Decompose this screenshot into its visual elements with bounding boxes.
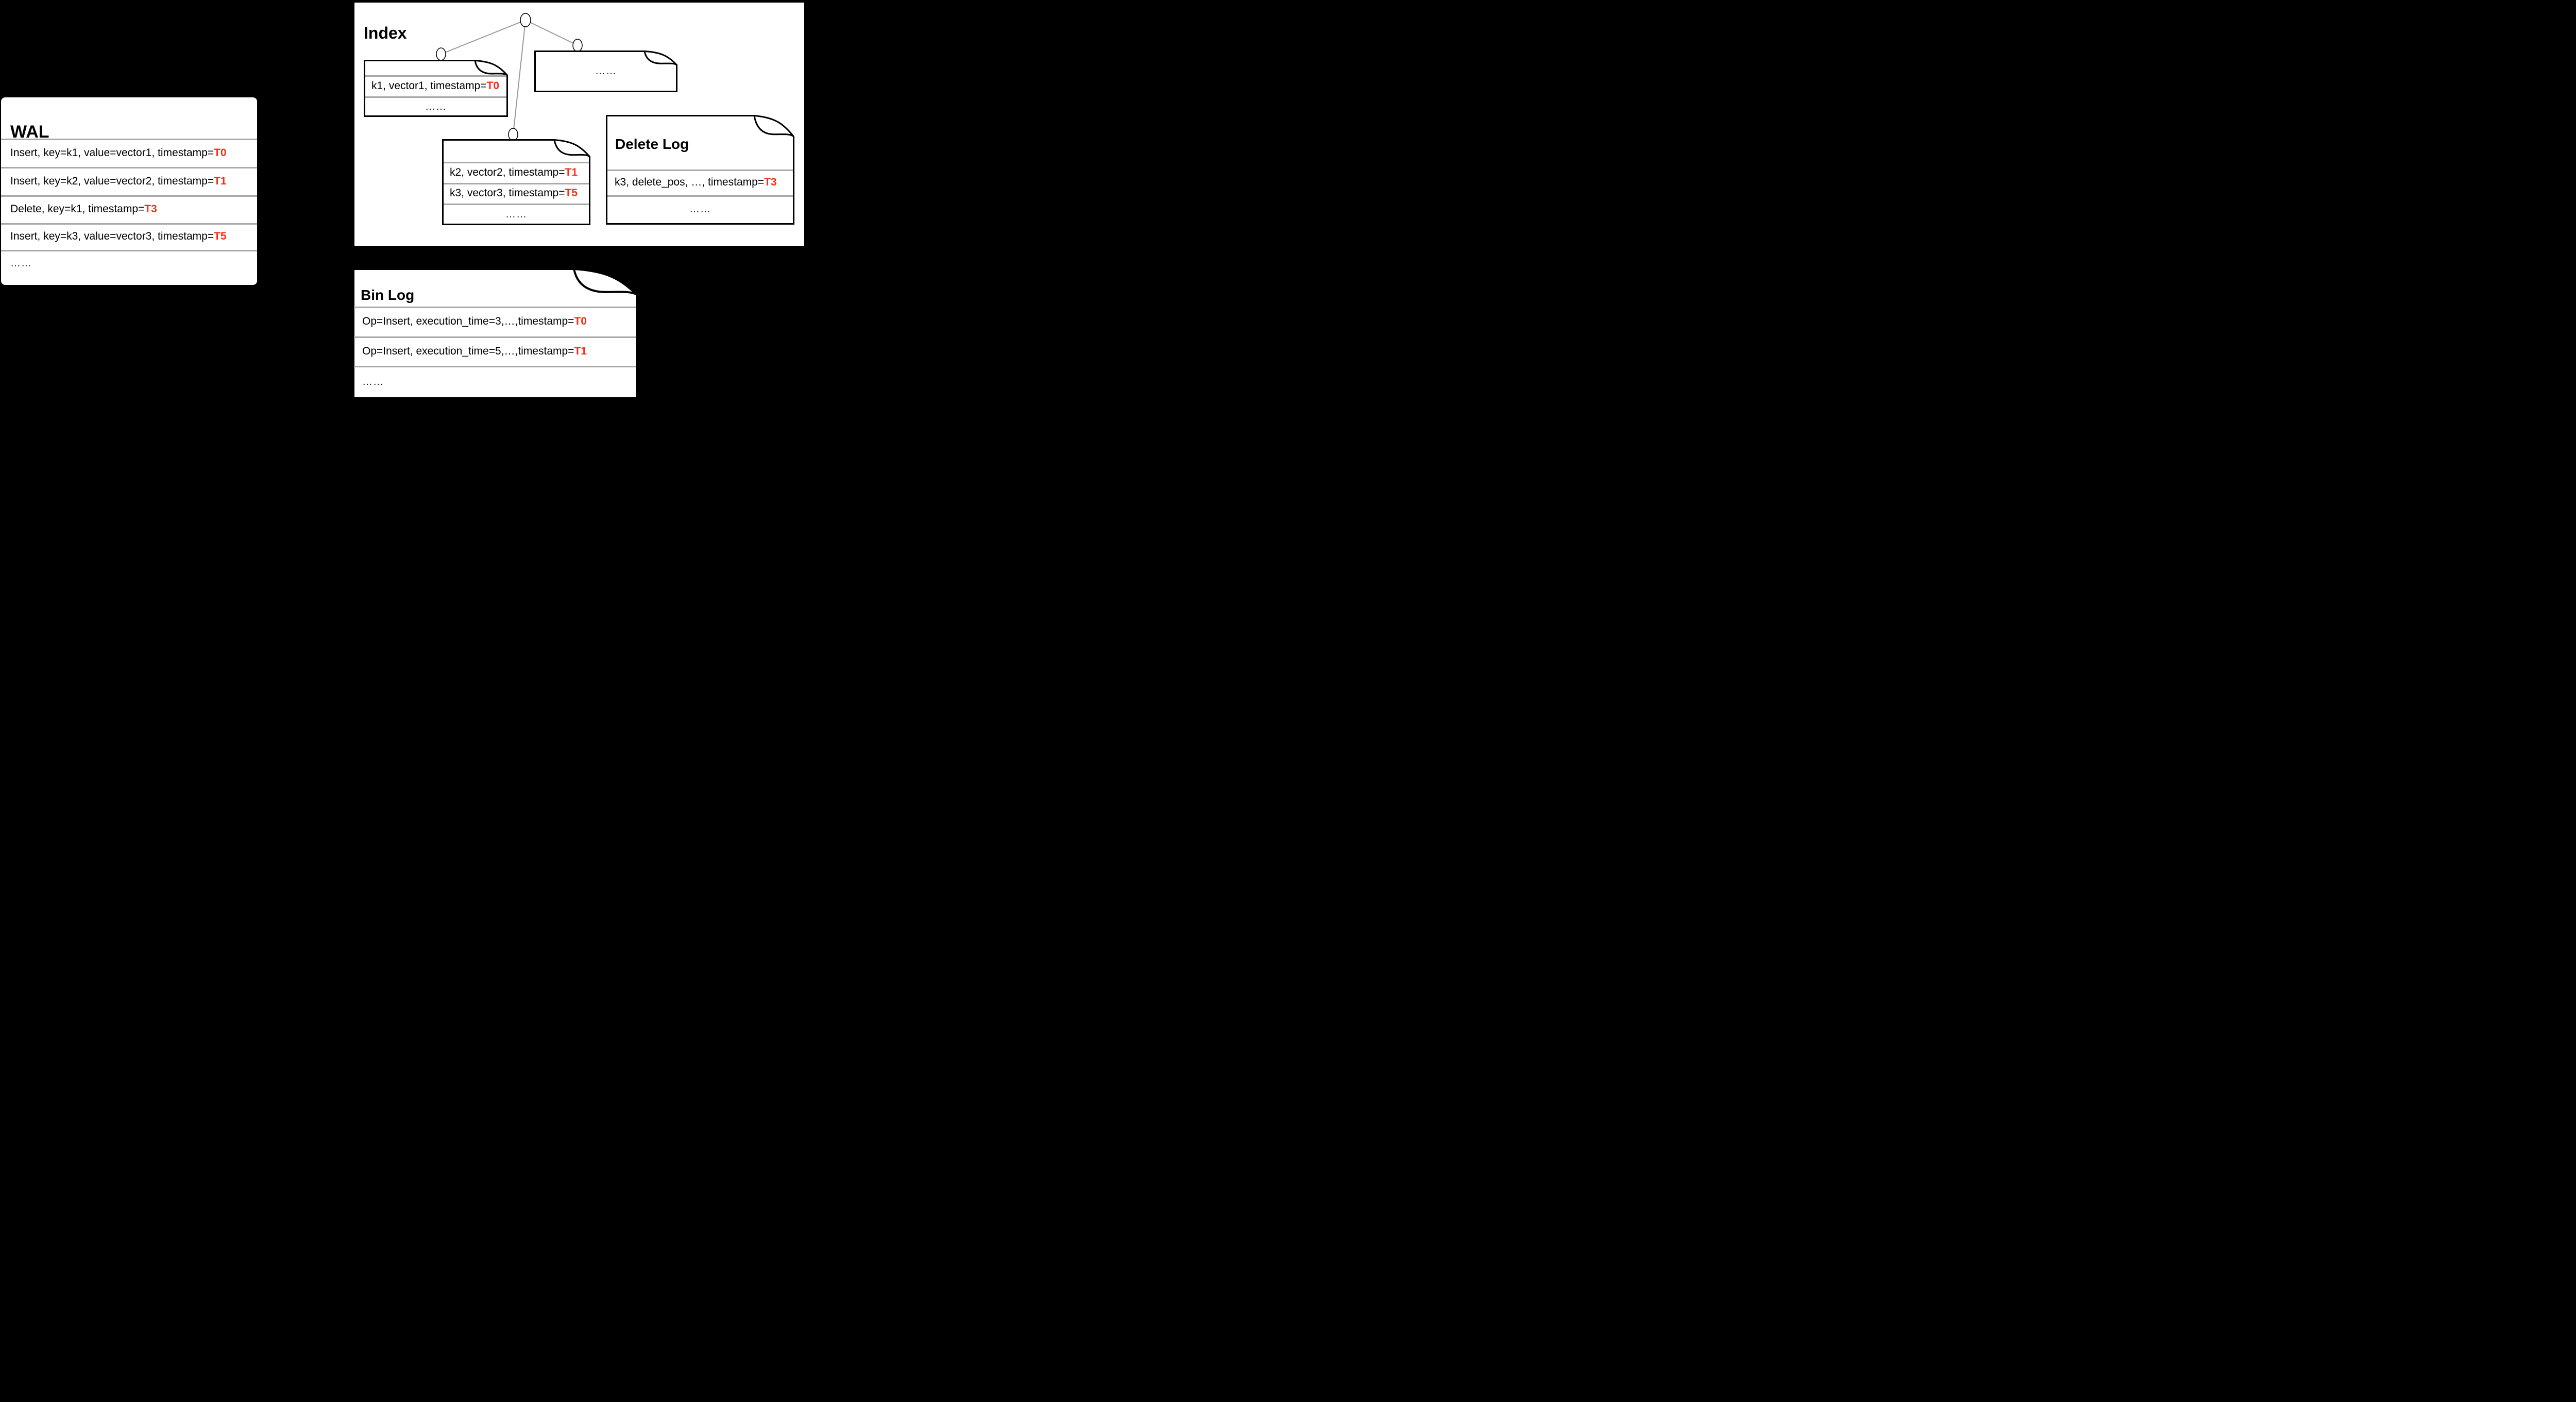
timestamp-badge: T1: [214, 175, 227, 187]
segment-row-ellipsis: ……: [365, 96, 506, 117]
document-shape: [364, 60, 508, 117]
wal-row-text: Delete, key=k1, timestamp=: [10, 203, 145, 215]
segment-row-k2: k2, vector2, timestamp=T1: [444, 162, 589, 183]
separator: [444, 162, 589, 163]
timestamp-badge: T0: [574, 315, 587, 327]
separator: [1, 167, 257, 168]
segment-row-ellipsis: ……: [444, 204, 589, 225]
bin-log-box: Bin Log Op=Insert, execution_time=3,…,ti…: [352, 268, 638, 399]
segment-row-text: k3, vector3, timestamp=: [450, 187, 565, 199]
page-fold-corner-icon: [573, 268, 638, 296]
timestamp-badge: T3: [764, 176, 777, 188]
bin-log-row-t1: Op=Insert, execution_time=5,…,timestamp=…: [354, 336, 636, 366]
timestamp-badge: T1: [574, 345, 587, 357]
ellipsis-text: ……: [505, 208, 527, 220]
wal-row-insert-k3: Insert, key=k3, value=vector3, timestamp…: [1, 223, 257, 250]
page-fold-corner-icon: [474, 60, 508, 76]
segment-row-k3: k3, vector3, timestamp=T5: [444, 183, 589, 204]
delete-log-box: Delete Log k3, delete_pos, …, timestamp=…: [606, 115, 794, 225]
wal-row-ellipsis: ……: [1, 250, 257, 277]
wal-title: WAL: [10, 122, 49, 142]
ellipsis-text: ……: [595, 65, 617, 77]
document-shape: [534, 50, 677, 92]
bin-log-row-text: Op=Insert, execution_time=3,…,timestamp=: [362, 315, 574, 327]
separator: [444, 204, 589, 205]
separator: [1, 250, 257, 251]
separator: [354, 336, 636, 338]
segment-row-k1: k1, vector1, timestamp=T0: [365, 75, 506, 96]
segment-row-ellipsis: ……: [536, 50, 676, 92]
page-fold-corner-icon: [753, 115, 794, 138]
ellipsis-text: ……: [425, 100, 447, 112]
tree-left-node: [436, 47, 446, 61]
ellipsis-text: ……: [689, 203, 711, 215]
index-segment-doc-k2k3: k2, vector2, timestamp=T1 k3, vector3, t…: [442, 139, 590, 225]
separator: [1, 195, 257, 197]
tree-right-node: [572, 39, 583, 52]
timestamp-badge: T1: [565, 166, 578, 178]
wal-row-insert-k2: Insert, key=k2, value=vector2, timestamp…: [1, 167, 257, 195]
timestamp-badge: T0: [486, 79, 500, 92]
wal-row-text: Insert, key=k1, value=vector1, timestamp…: [10, 146, 214, 159]
tree-root-node: [520, 13, 531, 27]
separator: [1, 139, 257, 140]
page-fold-corner-icon: [553, 140, 590, 158]
bin-log-row-text: Op=Insert, execution_time=5,…,timestamp=: [362, 345, 574, 357]
delete-log-row-text: k3, delete_pos, …, timestamp=: [615, 176, 765, 188]
wal-row-delete-k1: Delete, key=k1, timestamp=T3: [1, 195, 257, 223]
bin-log-row-ellipsis: ……: [354, 366, 636, 398]
index-tree-graph: [436, 13, 583, 141]
separator: [354, 307, 636, 308]
separator: [1, 223, 257, 225]
index-panel: Index k1, vector1, ti: [353, 2, 805, 247]
separator: [444, 183, 589, 184]
timestamp-badge: T0: [214, 146, 227, 159]
delete-log-row-ellipsis: ……: [607, 195, 793, 223]
index-segment-doc-other: ……: [534, 50, 677, 92]
delete-log-row-k3: k3, delete_pos, …, timestamp=T3: [607, 170, 793, 195]
wal-row-text: Insert, key=k3, value=vector3, timestamp…: [10, 230, 214, 242]
separator: [607, 195, 793, 197]
separator: [354, 366, 636, 367]
timestamp-badge: T5: [214, 230, 227, 242]
separator: [365, 75, 506, 77]
document-shape: [442, 139, 590, 225]
index-segment-doc-k1: k1, vector1, timestamp=T0 ……: [364, 60, 508, 117]
segment-row-text: k1, vector1, timestamp=: [371, 79, 487, 92]
index-title: Index: [364, 23, 407, 42]
timestamp-badge: T5: [565, 187, 578, 199]
separator: [365, 96, 506, 98]
segment-row-text: k2, vector2, timestamp=: [450, 166, 565, 178]
diagram-canvas: WAL Insert, key=k1, value=vector1, times…: [0, 0, 807, 402]
wal-row-text: Insert, key=k2, value=vector2, timestamp…: [10, 175, 214, 187]
bin-log-row-t0: Op=Insert, execution_time=3,…,timestamp=…: [354, 307, 636, 336]
wal-box: WAL Insert, key=k1, value=vector1, times…: [1, 97, 257, 285]
tree-edges: [440, 20, 578, 135]
delete-log-title: Delete Log: [615, 136, 689, 153]
bin-log-title: Bin Log: [361, 287, 415, 303]
timestamp-badge: T3: [144, 203, 157, 215]
separator: [607, 170, 793, 171]
ellipsis-text: ……: [362, 376, 384, 387]
wal-row-insert-k1: Insert, key=k1, value=vector1, timestamp…: [1, 139, 257, 167]
ellipsis-text: ……: [10, 257, 32, 269]
page-fold-corner-icon: [643, 51, 677, 66]
